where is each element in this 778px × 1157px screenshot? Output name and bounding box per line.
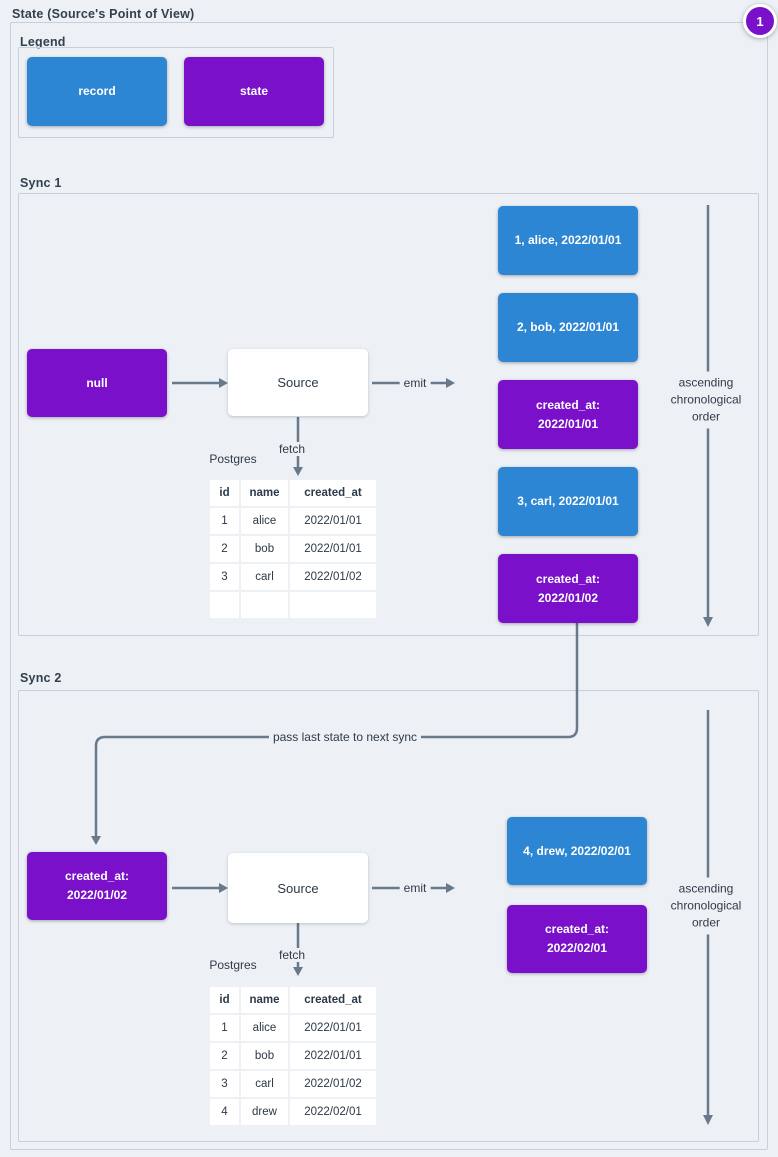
annotation-badge[interactable]: 1 [743, 4, 777, 38]
sync2-emitted-record: 4, drew, 2022/02/01 [507, 817, 647, 885]
table-cell: bob [241, 1043, 288, 1069]
table-cell: 1 [210, 1015, 239, 1041]
sync1-label: Sync 1 [20, 176, 62, 190]
table-cell: 1 [210, 508, 239, 534]
table-cell: 2022/01/01 [290, 508, 376, 534]
table-cell: alice [241, 1015, 288, 1041]
column-header: id [210, 480, 239, 506]
table-cell [290, 592, 376, 618]
pass-state-label: pass last state to next sync [268, 730, 422, 744]
table-cell: carl [241, 564, 288, 590]
table-cell: 4 [210, 1099, 239, 1125]
column-header: id [210, 987, 239, 1013]
table-cell: 2022/02/01 [290, 1099, 376, 1125]
table-row [210, 592, 376, 618]
sync2-source-node: Source [228, 853, 368, 923]
legend-label: Legend [20, 35, 66, 49]
table-cell: 3 [210, 564, 239, 590]
table-cell: alice [241, 508, 288, 534]
outer-frame [10, 22, 768, 1150]
annotation-badge-number: 1 [756, 13, 764, 29]
sync2-input-state: created_at: 2022/01/02 [27, 852, 167, 920]
legend-chip-state: state [184, 57, 324, 126]
table-cell: 2022/01/02 [290, 1071, 376, 1097]
legend-frame [18, 47, 334, 138]
table-cell: carl [241, 1071, 288, 1097]
table-cell: 2022/01/01 [290, 1015, 376, 1041]
table-cell [241, 592, 288, 618]
sync1-emitted-record: 3, carl, 2022/01/01 [498, 467, 638, 536]
sync1-fetch-label: fetch [274, 442, 310, 456]
page-title: State (Source's Point of View) [12, 7, 195, 21]
table-cell [210, 592, 239, 618]
sync1-source-node: Source [228, 349, 368, 416]
sync2-emit-label: emit [399, 881, 431, 895]
sync2-fetch-label: fetch [274, 948, 310, 962]
column-header: name [241, 480, 288, 506]
table-cell: 2 [210, 536, 239, 562]
sync2-database-label: Postgres [209, 958, 257, 972]
sync1-emit-label: emit [399, 376, 431, 390]
table-cell: bob [241, 536, 288, 562]
sync2-emitted-state: created_at: 2022/02/01 [507, 905, 647, 973]
sync1-order-label: ascending chronological order [666, 371, 746, 429]
sync1-emitted-state: created_at: 2022/01/01 [498, 380, 638, 449]
legend-chip-record: record [27, 57, 167, 126]
table-cell: 2 [210, 1043, 239, 1069]
sync1-emitted-state: created_at: 2022/01/02 [498, 554, 638, 623]
column-header: created_at [290, 987, 376, 1013]
column-header: created_at [290, 480, 376, 506]
table-cell: 2022/01/01 [290, 1043, 376, 1069]
sync1-database-label: Postgres [209, 452, 257, 466]
table-cell: 3 [210, 1071, 239, 1097]
sync2-label: Sync 2 [20, 671, 62, 685]
sync1-emitted-record: 2, bob, 2022/01/01 [498, 293, 638, 362]
sync2-order-label: ascending chronological order [666, 877, 746, 935]
sync1-emitted-record: 1, alice, 2022/01/01 [498, 206, 638, 275]
table-cell: 2022/01/01 [290, 536, 376, 562]
table-cell: 2022/01/02 [290, 564, 376, 590]
table-cell: drew [241, 1099, 288, 1125]
column-header: name [241, 987, 288, 1013]
sync1-input-state: null [27, 349, 167, 417]
